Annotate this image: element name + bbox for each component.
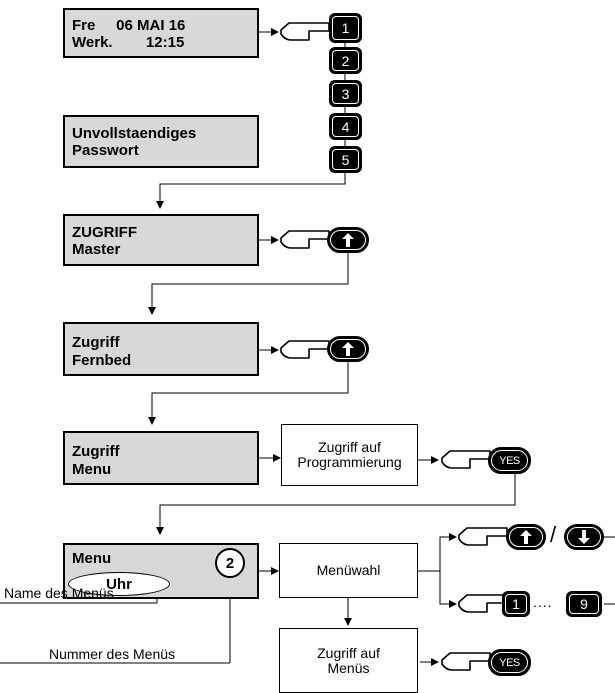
pointing-hand-icon bbox=[280, 230, 330, 249]
key-label: YES bbox=[491, 450, 528, 471]
key-label: 1 bbox=[505, 594, 527, 614]
menu-number-circle: 2 bbox=[215, 548, 245, 578]
menu-name-oval: Uhr bbox=[68, 572, 170, 596]
lcd-line-2: Menu bbox=[72, 461, 112, 478]
key-1[interactable]: 1 bbox=[502, 591, 530, 617]
arrow-up-icon bbox=[330, 339, 366, 359]
lcd-line-2: Passwort bbox=[72, 142, 139, 159]
pointing-hand-icon bbox=[280, 340, 330, 359]
arrow-down-icon bbox=[567, 527, 601, 547]
key-3[interactable]: 3 bbox=[329, 80, 362, 107]
lcd-line-1: Zugriff bbox=[72, 334, 120, 351]
up-key[interactable] bbox=[506, 524, 546, 550]
box-programming-access: Zugriff auf Programmierung bbox=[281, 424, 418, 486]
key-5[interactable]: 5 bbox=[329, 146, 362, 173]
box-menu-select: Menüwahl bbox=[279, 543, 418, 598]
pointing-hand-icon bbox=[458, 527, 508, 546]
slash-separator: / bbox=[550, 522, 557, 547]
pointing-hand-icon bbox=[280, 22, 330, 41]
annotation-menu-number: Nummer des Menüs bbox=[49, 646, 176, 662]
lcd-line-1: Zugriff bbox=[72, 443, 120, 460]
arrow-up-icon bbox=[509, 527, 543, 547]
lcd-line-2: Master bbox=[72, 241, 121, 258]
key-2[interactable]: 2 bbox=[329, 47, 362, 74]
lcd-screen-incomplete-password: Unvollstaendiges Passwort bbox=[63, 115, 259, 168]
key-label: 3 bbox=[332, 83, 359, 104]
box-menus-access: Zugriff auf Menüs bbox=[279, 628, 418, 693]
lcd-screen-date: Fre 06 MAI 16 Werk. 12:15 bbox=[63, 8, 259, 58]
lcd-line-2: Werk. 12:15 bbox=[72, 34, 185, 51]
key-label: 5 bbox=[332, 149, 359, 170]
yes-key[interactable]: YES bbox=[488, 447, 531, 474]
up-key[interactable] bbox=[327, 336, 369, 362]
key-label: 1 bbox=[332, 16, 359, 40]
down-key[interactable] bbox=[564, 524, 604, 550]
pointing-hand-icon bbox=[441, 450, 491, 469]
key-9[interactable]: 9 bbox=[566, 591, 602, 617]
lcd-screen-menu: Menu Uhr 2 bbox=[63, 543, 259, 599]
key-1[interactable]: 1 bbox=[329, 13, 362, 43]
ellipsis: .... bbox=[533, 594, 553, 610]
arrow-up-icon bbox=[330, 230, 366, 250]
lcd-screen-master: ZUGRIFF Master bbox=[63, 214, 259, 266]
key-label: 2 bbox=[332, 50, 359, 71]
annotation-menu-name: Name des Menüs bbox=[4, 585, 114, 601]
lcd-screen-remote: Zugriff Fernbed bbox=[63, 322, 259, 376]
lcd-screen-menu-access: Zugriff Menu bbox=[63, 431, 259, 485]
key-label: 9 bbox=[569, 594, 599, 614]
lcd-line-2: Fernbed bbox=[72, 352, 132, 369]
up-key[interactable] bbox=[327, 227, 369, 253]
yes-key[interactable]: YES bbox=[488, 649, 531, 676]
key-label: 4 bbox=[332, 116, 359, 137]
key-4[interactable]: 4 bbox=[329, 113, 362, 140]
lcd-line-1: Unvollstaendiges bbox=[72, 125, 197, 142]
lcd-line-1: ZUGRIFF bbox=[72, 224, 137, 241]
lcd-line-1: Menu bbox=[72, 550, 112, 567]
key-label: YES bbox=[491, 652, 528, 673]
lcd-line-1: Fre 06 MAI 16 bbox=[72, 17, 186, 34]
pointing-hand-icon bbox=[441, 652, 491, 671]
